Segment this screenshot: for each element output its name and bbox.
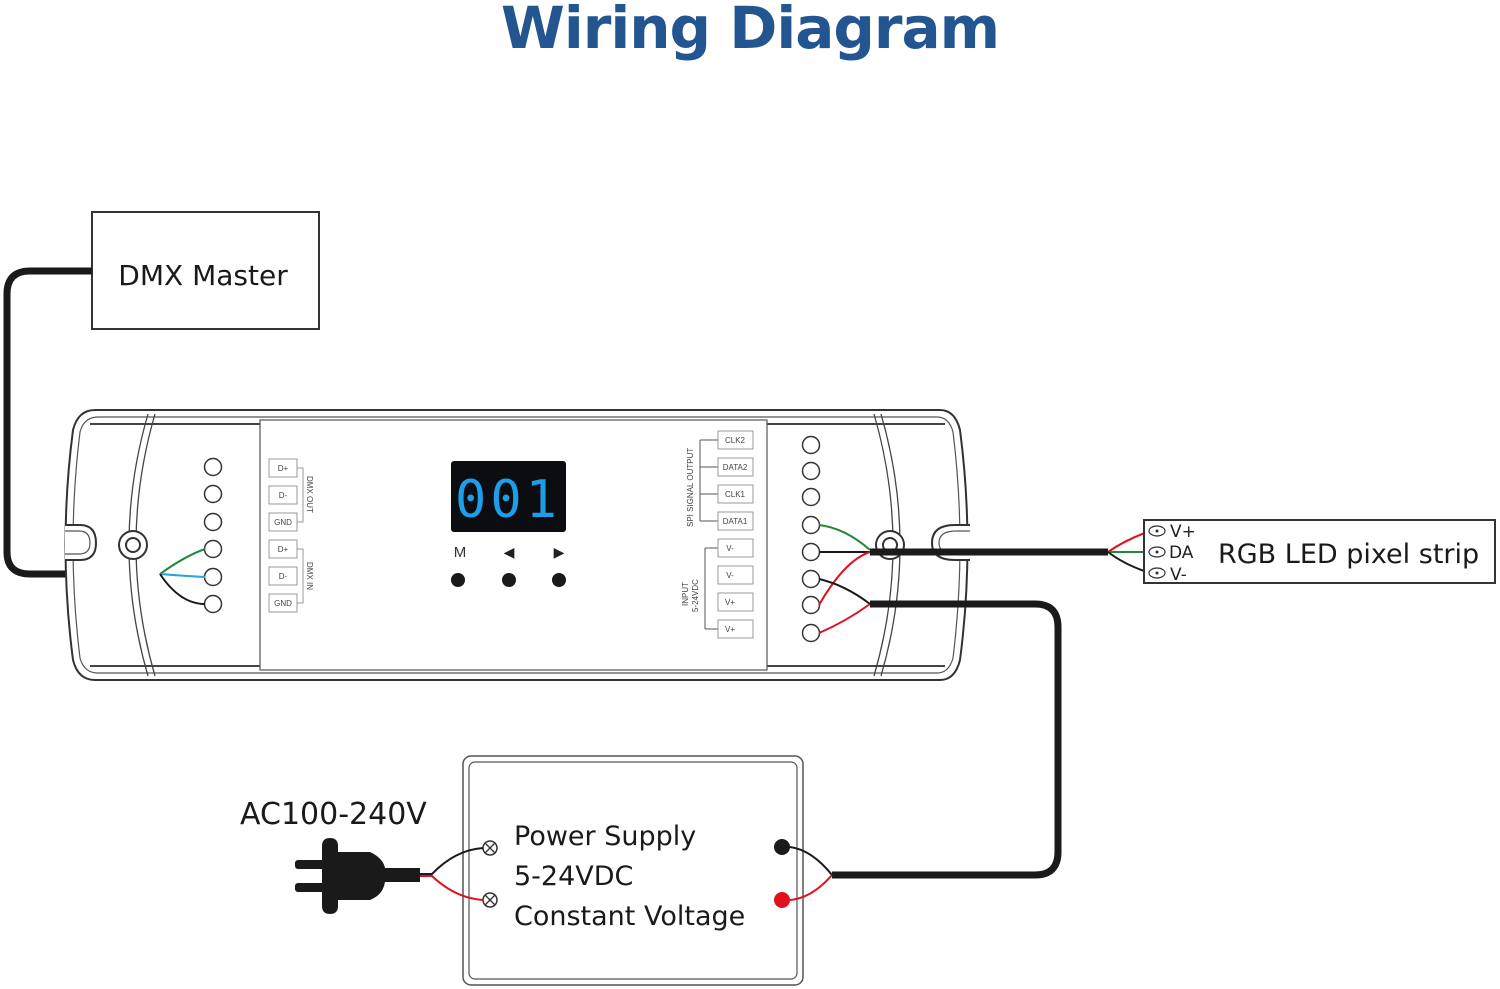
controller-housing — [64, 409, 970, 681]
terminal-hole[interactable] — [801, 461, 821, 481]
terminal-hole[interactable] — [203, 594, 223, 614]
strip-pin-label: DA — [1169, 543, 1194, 563]
pin-label: CLK2 — [725, 436, 746, 445]
terminal-hole[interactable] — [801, 487, 821, 507]
spi-terminal-holes — [801, 435, 821, 643]
led-display: 001 — [451, 461, 566, 532]
display-value: 001 — [455, 470, 561, 530]
pin-label: D+ — [278, 545, 289, 554]
left-button[interactable] — [502, 573, 516, 587]
left-arrow-icon: ◀ — [504, 545, 515, 561]
diagram-title: Wiring Diagram — [500, 0, 1000, 62]
dmx-master-box: DMX Master — [91, 211, 320, 330]
ac-wire-red — [420, 875, 484, 901]
psu-voltage: 5-24VDC — [514, 861, 633, 892]
terminal-hole[interactable] — [801, 569, 821, 589]
right-arrow-icon: ▶ — [554, 545, 565, 561]
dmx-wire-green — [159, 548, 206, 575]
spi-output-label: SPI SIGNAL OUTPUT — [686, 448, 695, 527]
dmx-out-label: DMX OUT — [305, 476, 314, 513]
strip-pin-label: V+ — [1170, 522, 1196, 542]
ac-terminal-icon — [482, 840, 498, 856]
pin-label: GND — [274, 518, 292, 527]
ac-voltage-label: AC100-240V — [240, 797, 427, 832]
terminal-hole[interactable] — [801, 623, 821, 643]
terminal-hole[interactable] — [801, 435, 821, 455]
terminal-hole[interactable] — [801, 595, 821, 615]
terminal-hole[interactable] — [801, 515, 821, 535]
dmx-out-pins: D+ D- GND DMX OUT — [268, 458, 314, 532]
power-cable — [832, 600, 1062, 879]
led-strip-label: RGB LED pixel strip — [1218, 539, 1479, 570]
dc-output-positive — [774, 892, 790, 908]
pin-label: V+ — [725, 625, 735, 634]
strip-wire-red — [818, 551, 871, 606]
input-voltage-label: 5-24VDC — [691, 579, 700, 612]
psu-title: Power Supply — [514, 821, 696, 852]
terminal-hole[interactable] — [203, 539, 223, 559]
ac-terminal-icon — [482, 892, 498, 908]
right-button[interactable] — [552, 573, 566, 587]
terminal-hole[interactable] — [801, 542, 821, 562]
pin-label: D- — [279, 572, 288, 581]
pin-label: D- — [279, 491, 288, 500]
dc-output-negative — [774, 839, 790, 855]
dc-wire-black — [789, 846, 833, 876]
input-pins: V- V- V+ V+ INPUT 5-24VDC — [681, 538, 754, 639]
pin-label: D+ — [278, 464, 289, 473]
mode-button[interactable] — [451, 573, 465, 587]
pin-label: DATA2 — [723, 463, 748, 472]
ac-wire-black — [420, 847, 484, 875]
strip-wire-green — [818, 524, 871, 551]
pin-label: V- — [726, 571, 734, 580]
dmx-in-pins: D+ D- GND DMX IN — [268, 539, 314, 613]
dmx-cable — [3, 267, 160, 578]
dmx-wire-black — [159, 573, 206, 605]
power-supply-box: Power Supply 5-24VDC Constant Voltage — [462, 755, 804, 986]
psu-type: Constant Voltage — [514, 901, 745, 932]
terminal-hole[interactable] — [203, 512, 223, 532]
dmx-wire-blue — [159, 573, 206, 578]
terminal-hole[interactable] — [203, 457, 223, 477]
power-wire-red — [818, 603, 871, 634]
pin-label: GND — [274, 599, 292, 608]
dmx-in-label: DMX IN — [305, 562, 314, 590]
spi-output-pins: CLK2 DATA2 CLK1 DATA1 SPI SIGNAL OUTPUT — [686, 430, 754, 531]
pin-label: CLK1 — [725, 490, 746, 499]
dmx-master-frame — [91, 211, 320, 330]
pin-label: V- — [726, 544, 734, 553]
pin-label: V+ — [725, 598, 735, 607]
dc-wire-red — [789, 874, 833, 901]
dmx-terminal-holes — [203, 457, 223, 614]
dmx-master-label: DMX Master — [118, 259, 288, 292]
power-wire-black — [818, 578, 871, 605]
led-strip-box: V+ DA V- RGB LED pixel strip — [1143, 519, 1496, 585]
mode-button-label: M — [454, 544, 467, 561]
pin-label: DATA1 — [723, 517, 748, 526]
control-buttons: M ◀ ▶ — [451, 544, 566, 587]
input-label: INPUT — [681, 582, 690, 606]
terminal-hole[interactable] — [203, 567, 223, 587]
power-plug-icon — [295, 838, 420, 914]
strip-pin-label: V- — [1170, 565, 1187, 585]
terminal-hole[interactable] — [203, 484, 223, 504]
